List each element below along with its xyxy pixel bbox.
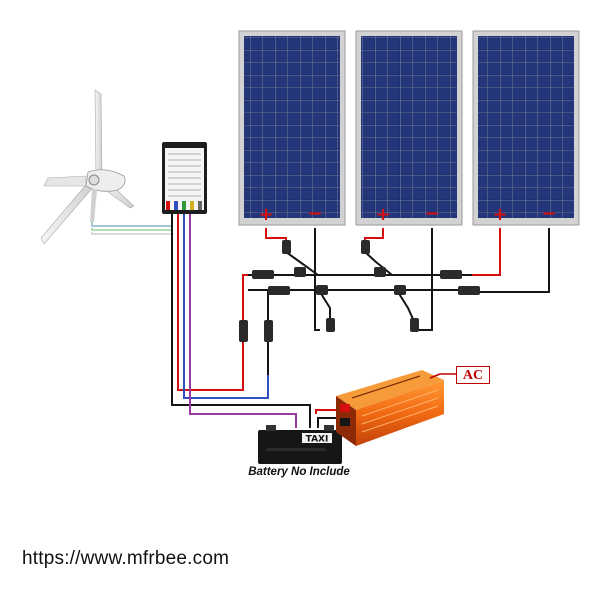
battery-brand-label: TAXI <box>306 435 329 445</box>
panel-2-positive: + <box>375 204 390 225</box>
ac-output-label: AC <box>456 366 490 384</box>
solar-panel-2: + − <box>355 30 463 226</box>
panel-3-positive: + <box>492 204 507 225</box>
wind-turbine-icon <box>40 89 135 245</box>
mc4-connectors <box>239 240 480 342</box>
panel-1-positive: + <box>258 204 273 225</box>
solar-panel-3: + − <box>472 30 580 226</box>
panel-1-negative: − <box>307 203 322 224</box>
battery-icon: TAXI <box>258 425 342 464</box>
solar-panel-1: + − <box>238 30 346 226</box>
turbine-wires <box>91 222 172 235</box>
charge-controller <box>162 142 207 214</box>
ac-output-wire <box>429 373 456 379</box>
panel-2-negative: − <box>424 203 439 224</box>
controller-wires <box>171 214 345 428</box>
battery-caption: Battery No Include <box>248 466 350 478</box>
power-inverter <box>336 370 444 446</box>
panel-3-negative: − <box>541 203 556 224</box>
watermark-url: https://www.mfrbee.com <box>22 548 230 569</box>
